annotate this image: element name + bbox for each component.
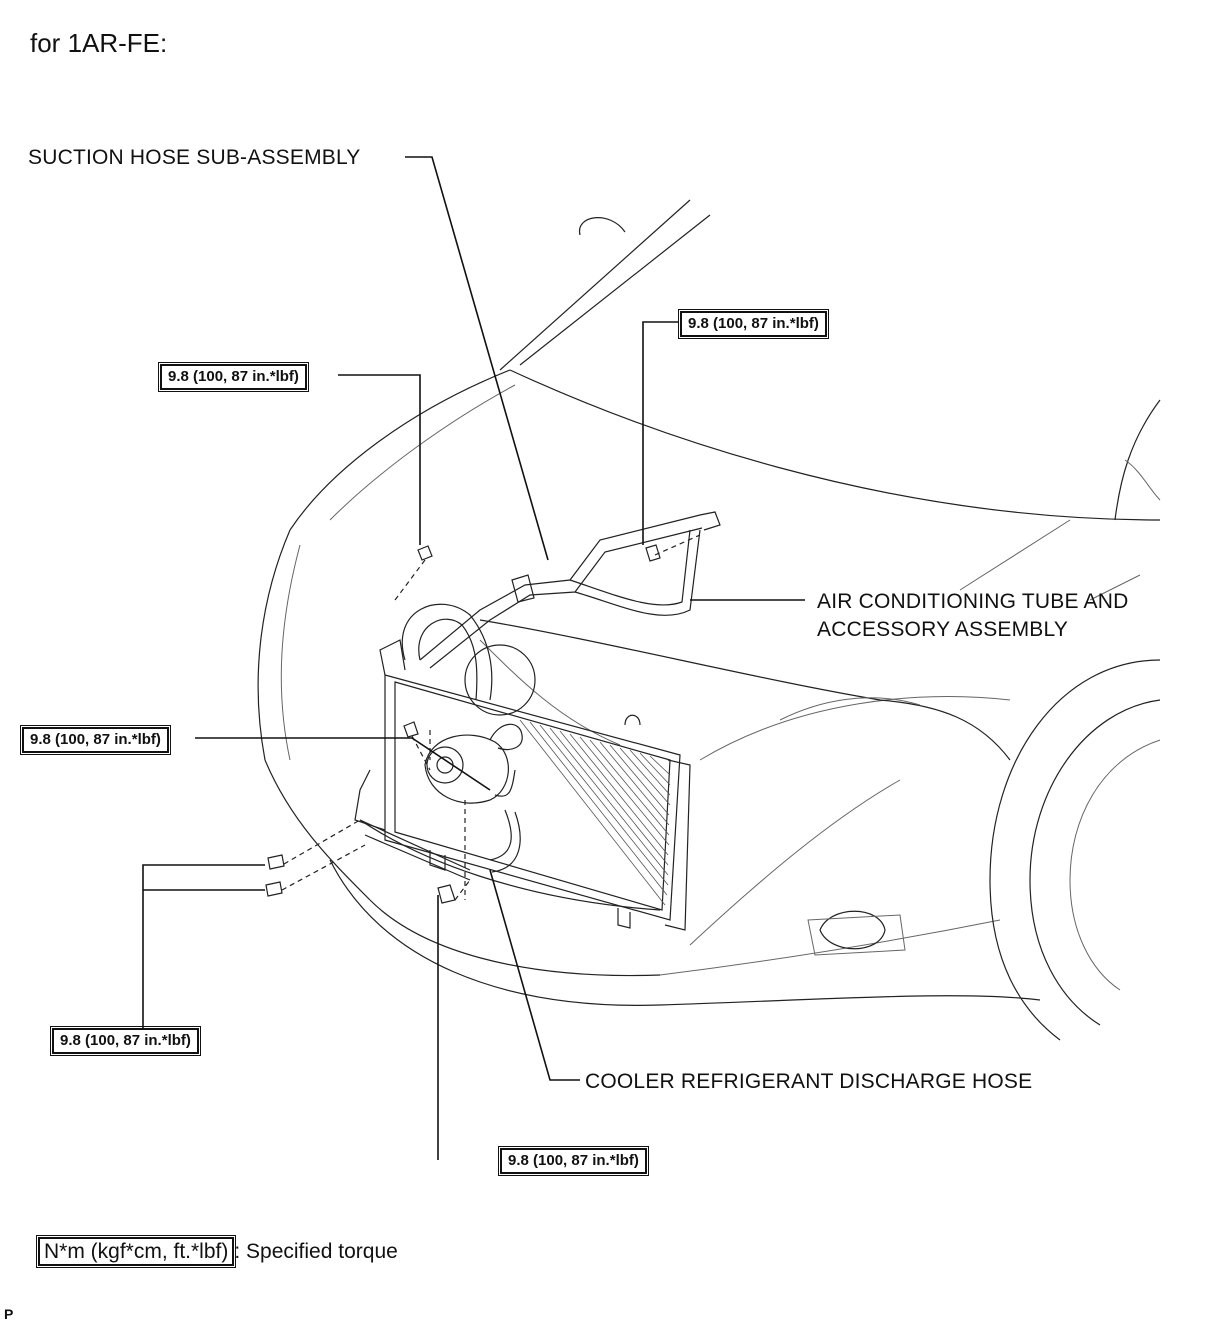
torque-spec-bottom: 9.8 (100, 87 in.*lbf) [498,1146,649,1176]
label-discharge-hose: COOLER REFRIGERANT DISCHARGE HOSE [585,1070,1033,1093]
label-ac-tube-line2: ACCESSORY ASSEMBLY [817,618,1069,641]
corner-code: P [4,1306,14,1322]
torque-spec-upper-right: 9.8 (100, 87 in.*lbf) [678,309,829,339]
label-suction-hose: SUCTION HOSE SUB-ASSEMBLY [28,146,361,169]
torque-spec-upper-left: 9.8 (100, 87 in.*lbf) [158,362,309,392]
label-ac-tube-line1: AIR CONDITIONING TUBE AND [817,590,1129,613]
legend-description: : Specified torque [234,1240,398,1263]
torque-legend: N*m (kgf*cm, ft.*lbf): Specified torque [35,1235,398,1268]
torque-spec-middle-left: 9.8 (100, 87 in.*lbf) [20,725,171,755]
torque-spec-lower-left: 9.8 (100, 87 in.*lbf) [50,1026,201,1056]
legend-unit-box: N*m (kgf*cm, ft.*lbf) [35,1235,237,1268]
page-heading: for 1AR-FE: [30,28,168,58]
